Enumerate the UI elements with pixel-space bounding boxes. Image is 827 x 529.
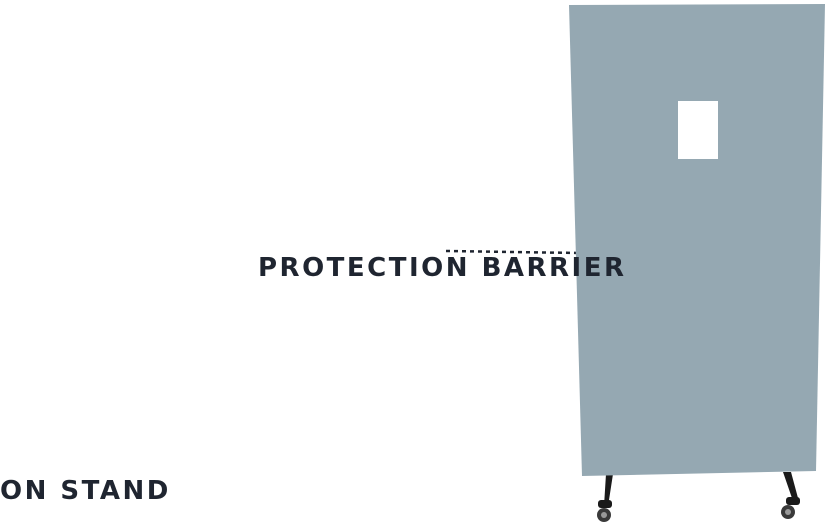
leader-line bbox=[445, 249, 580, 255]
left-foot bbox=[598, 500, 612, 508]
protection-barrier-label: PROTECTION BARRIER bbox=[258, 253, 627, 283]
right-foot bbox=[786, 497, 800, 505]
barrier-window bbox=[678, 101, 718, 159]
stand-legs bbox=[597, 472, 800, 522]
caster-wheel-icon bbox=[597, 508, 611, 522]
on-stand-label: ON STAND bbox=[0, 476, 171, 506]
right-leg bbox=[783, 472, 798, 504]
left-leg bbox=[604, 474, 613, 506]
barrier-panel bbox=[569, 4, 825, 476]
caster-wheel-icon bbox=[781, 505, 795, 519]
